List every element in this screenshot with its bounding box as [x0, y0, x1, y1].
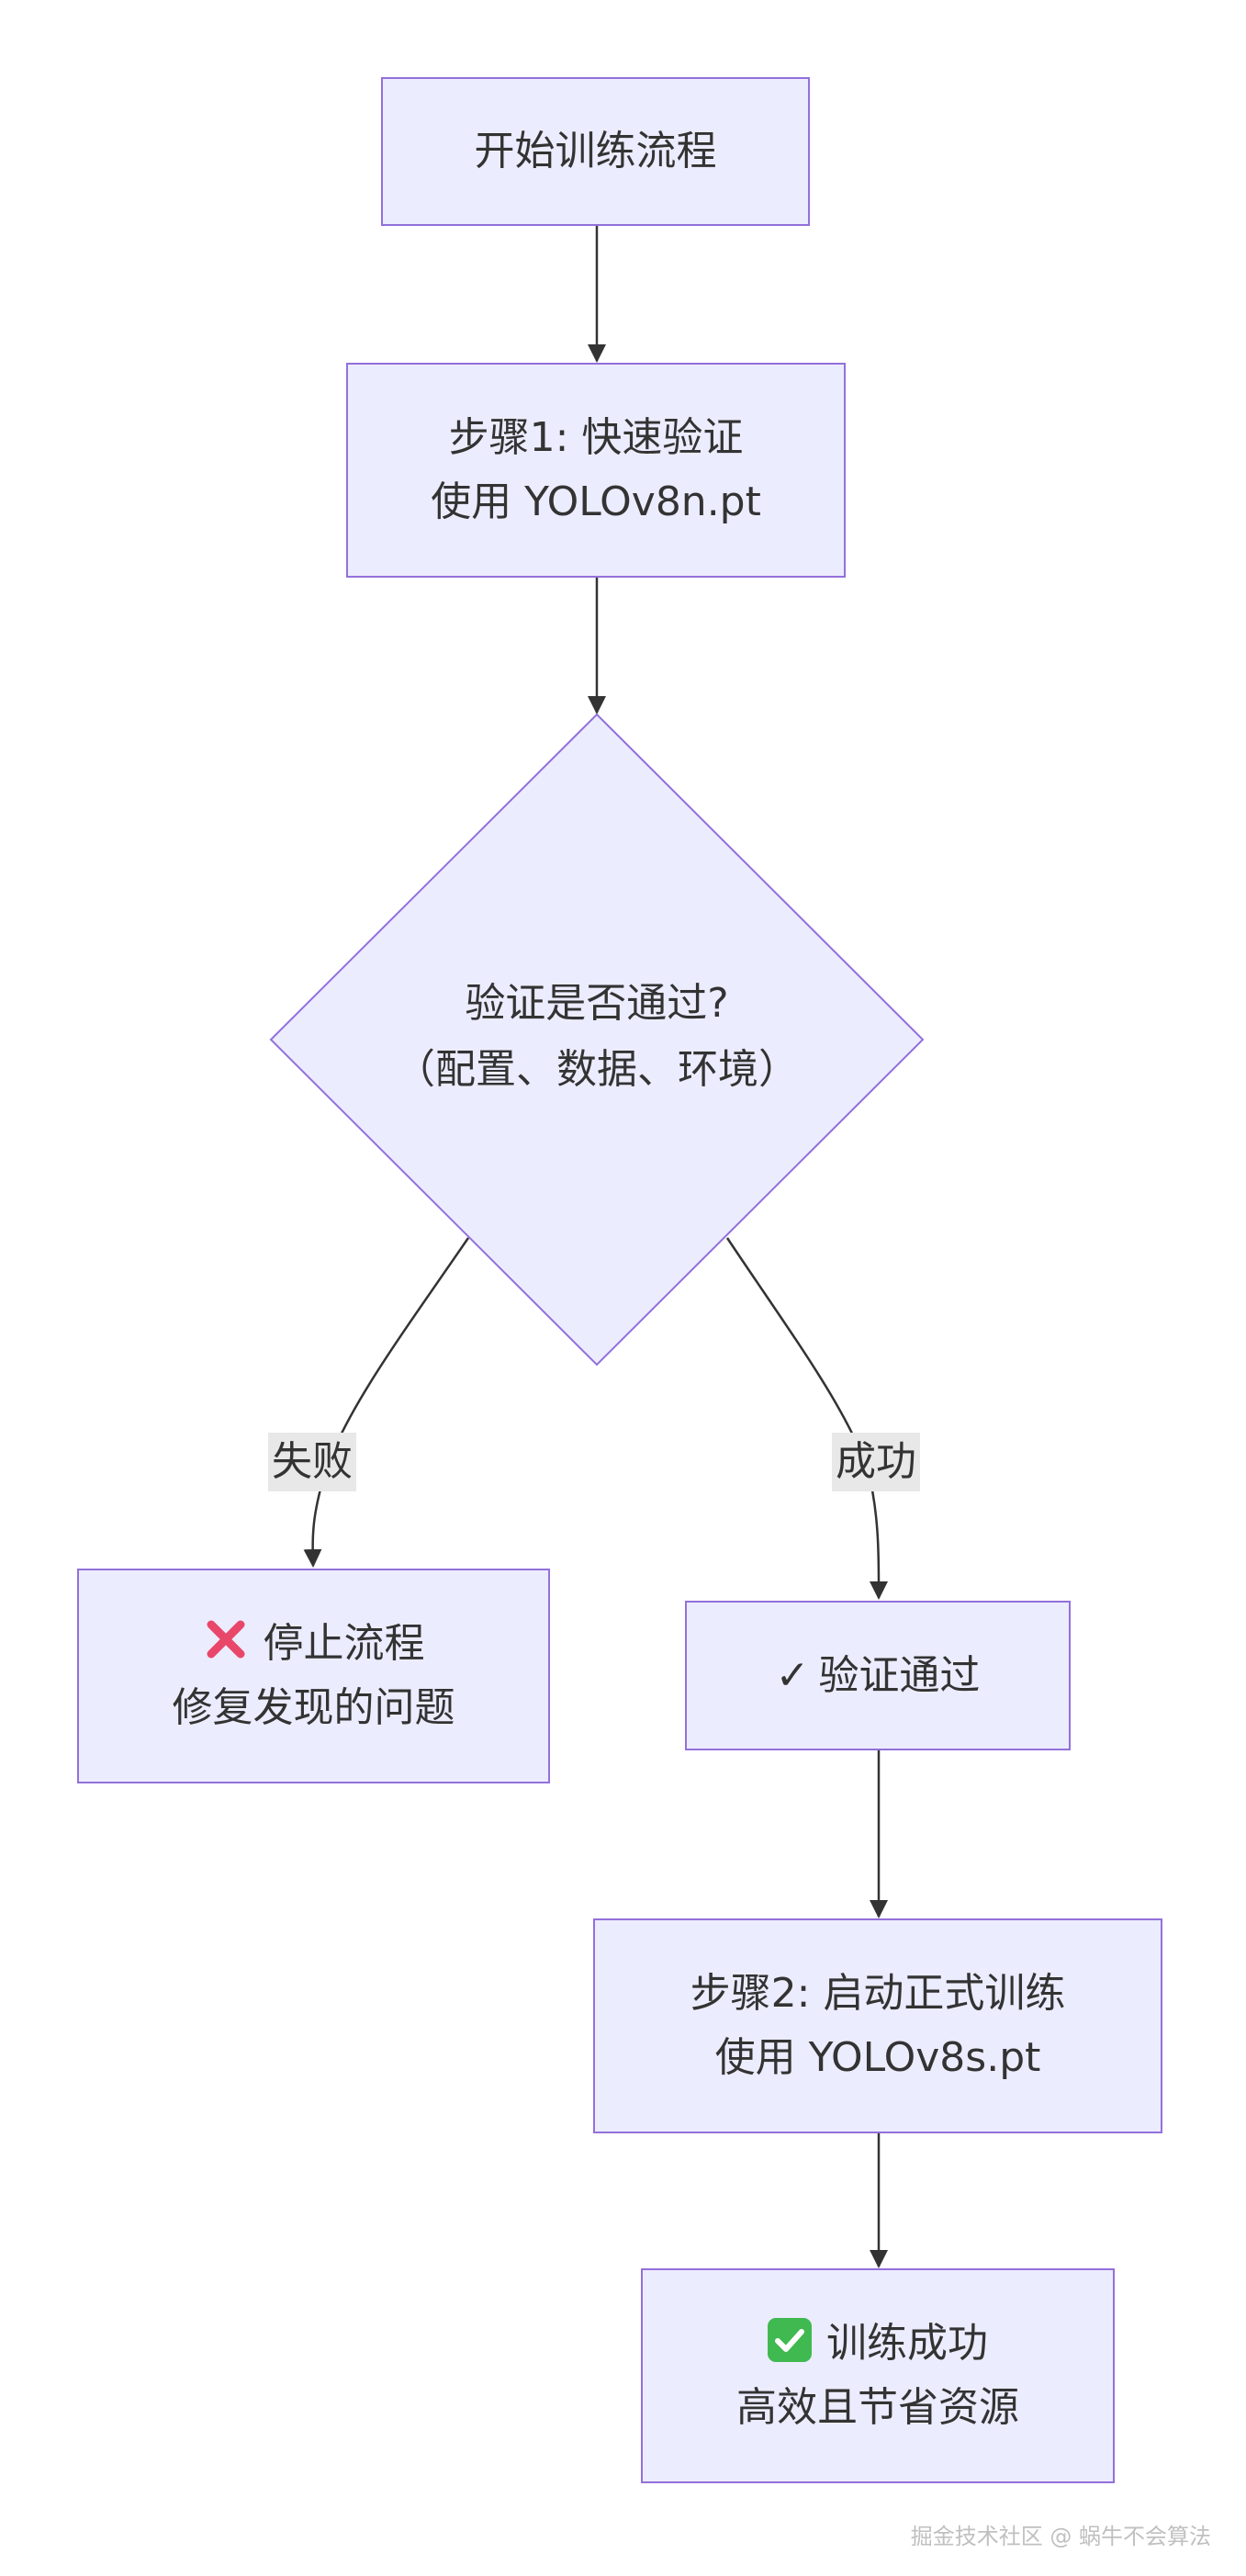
- check-box-icon: [768, 2318, 812, 2362]
- node-stop-label: 停止流程: [263, 1620, 425, 1667]
- cross-mark-icon: [203, 1616, 249, 1662]
- node-start: 开始训练流程: [381, 77, 810, 226]
- edge-decision-to-verified: [725, 1237, 889, 1600]
- check-mark-icon: ✓: [775, 1651, 810, 1699]
- edge-label-success: 成功: [832, 1433, 920, 1491]
- edge-decision-to-stop: [303, 1237, 470, 1568]
- node-success-label: 训练成功: [826, 2320, 988, 2367]
- node-step1-title: 步骤1: 快速验证: [448, 414, 744, 461]
- decision-scope: （配置、数据、环境）: [395, 1046, 799, 1093]
- decision-question: 验证是否通过?: [465, 980, 729, 1027]
- node-stop: 停止流程 修复发现的问题: [77, 1569, 550, 1783]
- decision-diamond: [269, 713, 925, 1367]
- node-step2-model: 使用 YOLOv8s.pt: [714, 2034, 1041, 2081]
- edge-label-fail: 失败: [268, 1433, 356, 1491]
- watermark-footer: 掘金技术社区 @ 蜗牛不会算法: [910, 2524, 1211, 2549]
- node-stop-title: 停止流程: [203, 1612, 425, 1676]
- node-step1-model: 使用 YOLOv8n.pt: [431, 478, 761, 525]
- node-success-note: 高效且节省资源: [736, 2384, 1019, 2431]
- node-step2-title: 步骤2: 启动正式训练: [690, 1970, 1066, 2017]
- node-start-label: 开始训练流程: [474, 128, 717, 174]
- decision-text: 验证是否通过? （配置、数据、环境）: [363, 971, 831, 1103]
- node-success: 训练成功 高效且节省资源: [641, 2268, 1115, 2483]
- node-verified-title: ✓验证通过: [776, 1644, 981, 1708]
- node-verified: ✓验证通过: [685, 1601, 1071, 1750]
- node-verified-label: 验证通过: [818, 1651, 981, 1699]
- node-stop-action: 修复发现的问题: [172, 1684, 455, 1731]
- node-step1: 步骤1: 快速验证 使用 YOLOv8n.pt: [346, 363, 846, 578]
- node-step2: 步骤2: 启动正式训练 使用 YOLOv8s.pt: [593, 1918, 1162, 2133]
- node-success-title: 训练成功: [768, 2312, 988, 2376]
